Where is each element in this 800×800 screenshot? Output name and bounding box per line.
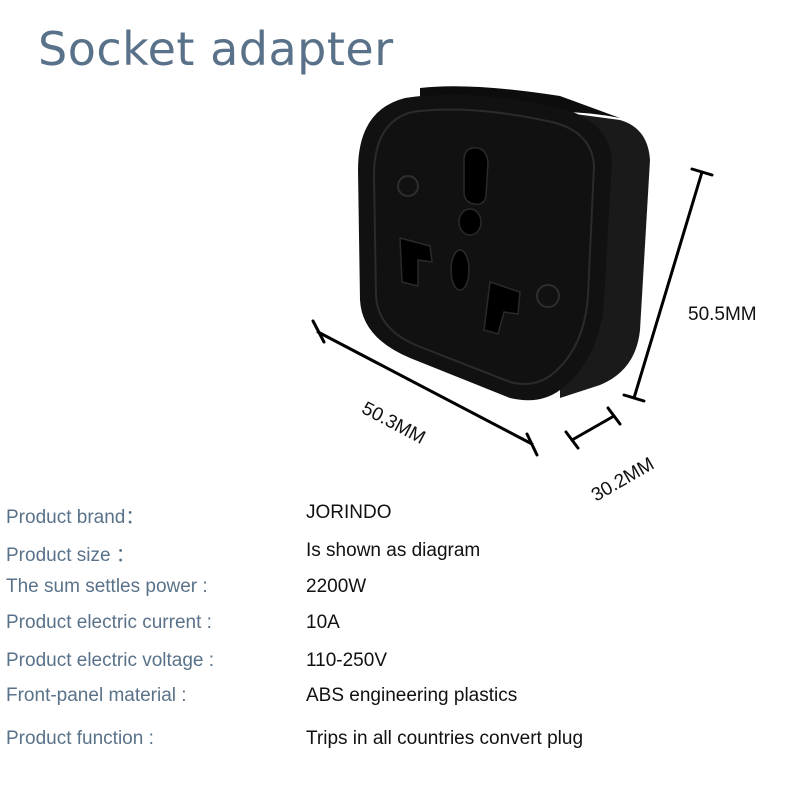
- socket-hole-center: [458, 208, 482, 236]
- socket-hole-right: [483, 280, 521, 335]
- height-dimension-label: 50.5MM: [688, 304, 757, 325]
- depth-dimension-line: [564, 406, 622, 450]
- height-dimension-line: [622, 167, 714, 403]
- socket-hole-top: [463, 147, 489, 206]
- socket-hole-left: [399, 237, 433, 287]
- adapter-front-face: [358, 94, 612, 401]
- page-title: Socket adapter: [38, 22, 394, 76]
- socket-hole-bottom: [450, 249, 470, 291]
- ground-mark-icon: [397, 175, 419, 197]
- adapter-face-rim: [372, 108, 596, 385]
- width-dimension-line: [311, 319, 539, 457]
- ce-mark-icon: [536, 284, 560, 308]
